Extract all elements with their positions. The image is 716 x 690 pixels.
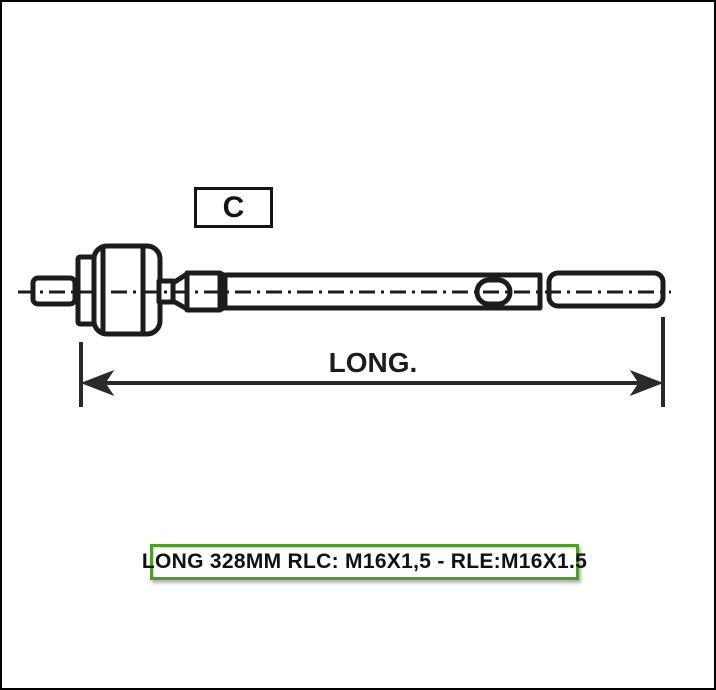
spec-banner: LONG 328MM RLC: M16X1,5 - RLE:M16X1.5 [142, 544, 587, 580]
section-marker-box: C [194, 187, 273, 228]
section-marker-label: C [222, 190, 245, 224]
threaded-end [546, 270, 666, 309]
dimension-label: LONG. [329, 347, 418, 378]
dim-arrow-left [80, 369, 115, 397]
spec-banner-text: LONG 328MM RLC: M16X1,5 - RLE:M16X1.5 [141, 550, 588, 573]
dim-arrow-right [629, 369, 664, 397]
